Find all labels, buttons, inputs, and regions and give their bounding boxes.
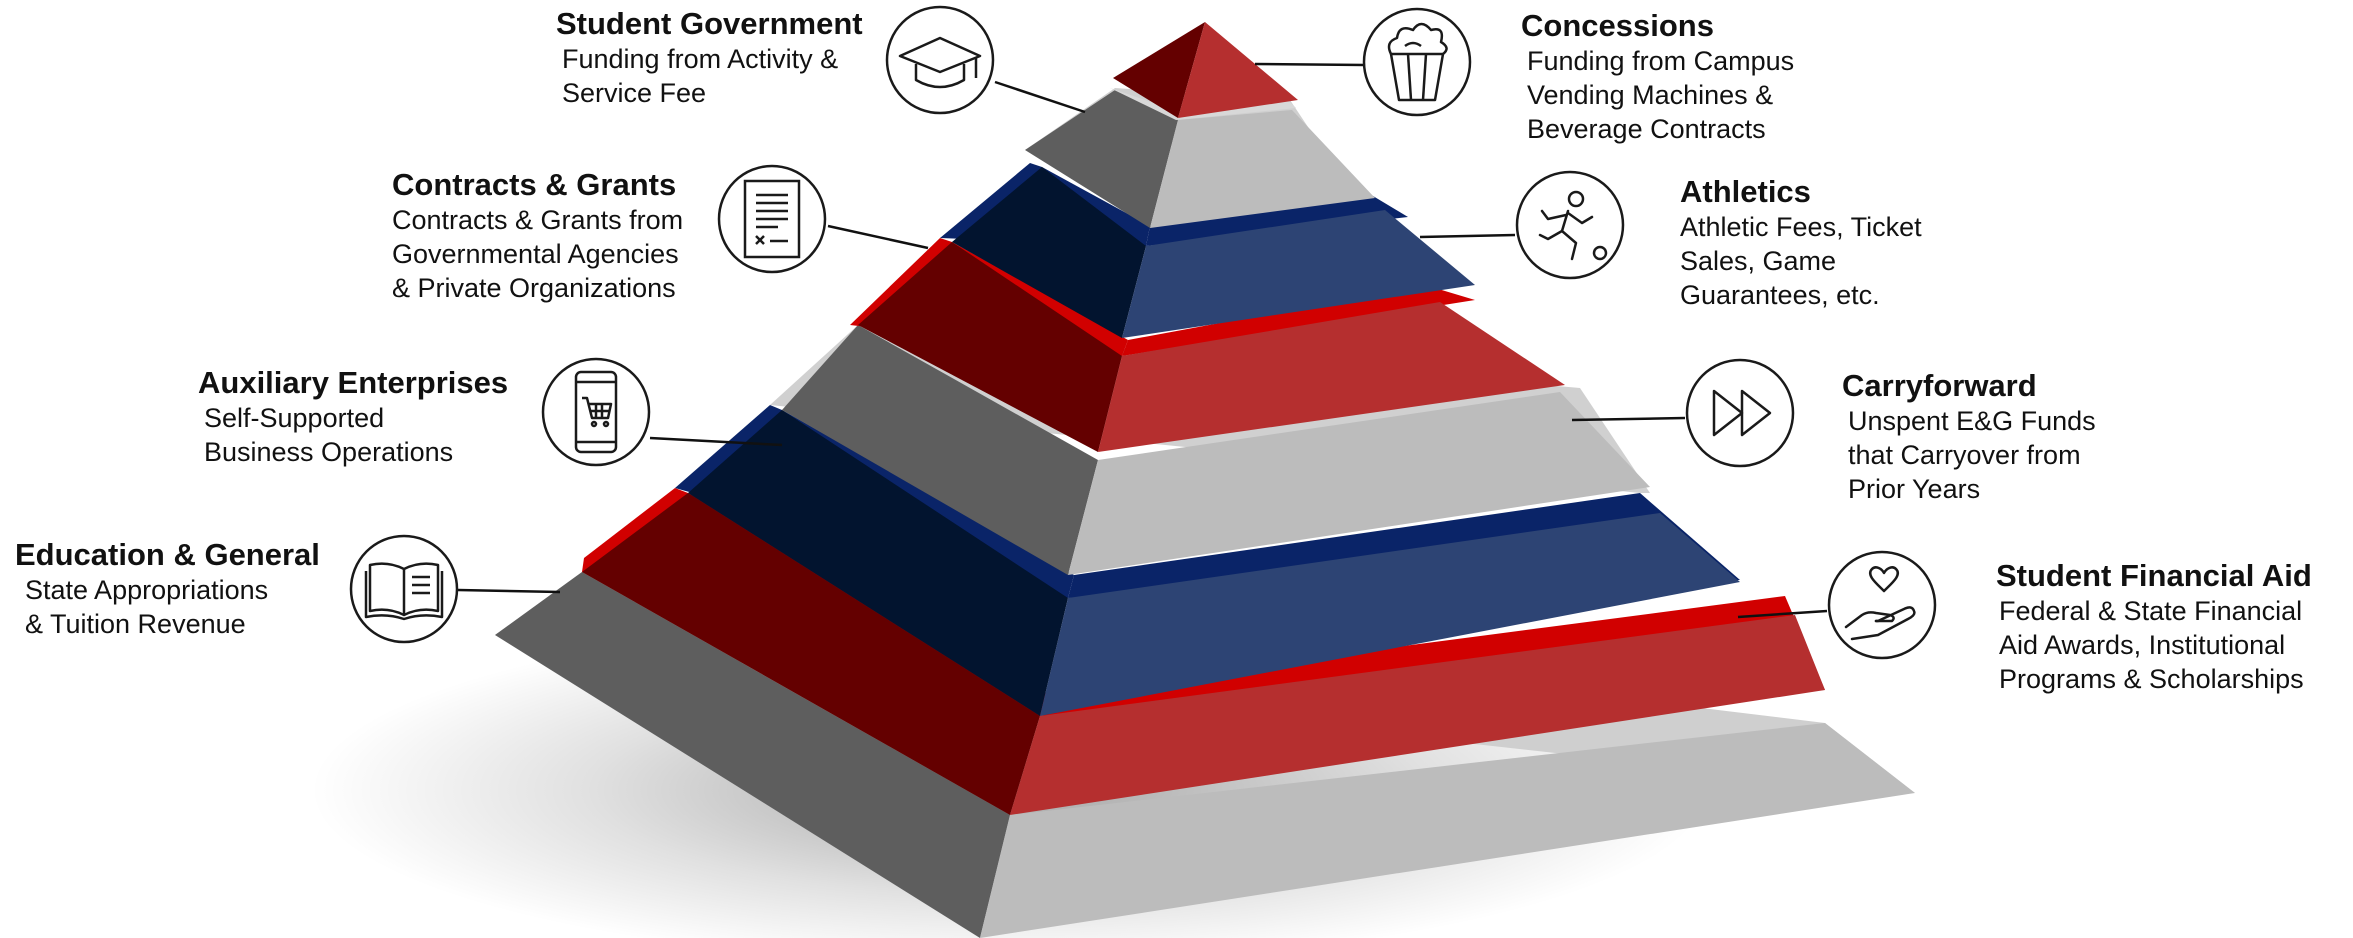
label-student-government: Student Government Funding from Activity… [556, 6, 863, 110]
description-line: Self-Supported [204, 403, 385, 433]
graduation-cap-icon [885, 5, 995, 115]
tier-right-face [1068, 392, 1650, 575]
description-line: & Tuition Revenue [25, 609, 246, 639]
heart-in-hand-icon [1827, 550, 1937, 660]
connector-education-general [457, 588, 561, 594]
popcorn-icon [1362, 7, 1472, 117]
label-description: State Appropriations & Tuition Revenue [25, 573, 320, 641]
connector-lines [457, 62, 1828, 619]
label-title: Auxiliary Enterprises [198, 365, 509, 400]
label-description: Contracts & Grants from Governmental Age… [392, 203, 683, 305]
connector-auxiliary-enterprises [649, 436, 783, 447]
tier-left-face [858, 242, 1122, 452]
tier-left-face [495, 572, 1010, 938]
tier-left-face [688, 410, 1068, 716]
connector-carryforward [1571, 416, 1686, 422]
tier-right-face [1150, 110, 1375, 228]
label-description: Unspent E&G Funds that Carryover from Pr… [1848, 404, 2096, 506]
description-line: Business Operations [204, 437, 454, 467]
tier-right-face [1040, 513, 1740, 716]
tier-ledge [1110, 88, 1296, 120]
description-line: Sales, Game [1680, 246, 1837, 276]
open-book-icon [349, 534, 459, 644]
description-line: Funding from Activity & [562, 44, 839, 74]
description-line: Funding from Campus [1527, 46, 1795, 76]
tier-right-face [980, 723, 1915, 938]
document-icon [717, 164, 827, 274]
label-student-financial-aid: Student Financial Aid Federal & State Fi… [1996, 558, 2312, 696]
description-line: Service Fee [562, 78, 707, 108]
label-title: Student Financial Aid [1996, 558, 2312, 593]
tier-student-financial-aid [582, 488, 1825, 815]
tier-contracts-grants [850, 238, 1565, 452]
description-line: Governmental Agencies [392, 239, 679, 269]
connector-student-financial-aid [1737, 609, 1828, 619]
label-title: Carryforward [1842, 368, 2037, 403]
running-player-icon [1515, 170, 1625, 280]
label-athletics: Athletics Athletic Fees, Ticket Sales, G… [1680, 174, 1922, 312]
description-line: Programs & Scholarships [1999, 664, 2304, 694]
label-contracts-grants: Contracts & Grants Contracts & Grants fr… [392, 167, 683, 305]
label-description: Federal & State Financial Aid Awards, In… [1999, 594, 2312, 696]
connector-concessions [1254, 62, 1366, 67]
description-line: Guarantees, etc. [1680, 280, 1880, 310]
mobile-cart-icon [541, 357, 651, 467]
tier-stripe-right [1122, 285, 1475, 356]
label-description: Self-Supported Business Operations [204, 401, 508, 469]
tier-auxiliary-enterprises [675, 405, 1740, 716]
tier-right-face [1010, 615, 1825, 815]
label-description: Athletic Fees, Ticket Sales, Game Guaran… [1680, 210, 1922, 312]
label-title: Student Government [556, 6, 863, 41]
label-title: Athletics [1680, 174, 1811, 209]
connector-student-government [994, 80, 1086, 114]
description-line: Prior Years [1848, 474, 1981, 504]
label-title: Education & General [15, 537, 320, 572]
label-title: Concessions [1521, 8, 1714, 43]
tier-concessions [1110, 22, 1298, 120]
label-title: Contracts & Grants [392, 167, 677, 202]
description-line: & Private Organizations [392, 273, 676, 303]
connector-contracts-grants [827, 224, 929, 250]
tier-left-face [782, 325, 1098, 575]
tier-stripe-right [1146, 193, 1408, 246]
description-line: Vending Machines & [1527, 80, 1774, 110]
description-line: Unspent E&G Funds [1848, 406, 2096, 436]
description-line: State Appropriations [25, 575, 269, 605]
tier-left-face [1025, 90, 1178, 228]
label-auxiliary-enterprises: Auxiliary Enterprises Self-Supported Bus… [198, 365, 508, 469]
description-line: Aid Awards, Institutional [1999, 630, 2286, 660]
tier-left-face [582, 493, 1040, 815]
description-line: Federal & State Financial [1999, 596, 2303, 626]
tier-right-face [1178, 22, 1298, 118]
tier-athletics [940, 163, 1475, 338]
tier-left-face [1113, 22, 1205, 118]
tier-right-face [1122, 210, 1475, 338]
description-line: that Carryover from [1848, 440, 2081, 470]
description-line: Beverage Contracts [1527, 114, 1766, 144]
label-concessions: Concessions Funding from Campus Vending … [1521, 8, 1794, 146]
label-carryforward: Carryforward Unspent E&G Funds that Carr… [1842, 368, 2096, 506]
tier-right-face [1098, 302, 1565, 452]
label-description: Funding from Campus Vending Machines & B… [1527, 44, 1794, 146]
label-description: Funding from Activity & Service Fee [562, 42, 863, 110]
description-line: Athletic Fees, Ticket [1680, 212, 1922, 242]
description-line: Contracts & Grants from [392, 205, 684, 235]
label-education-general: Education & General State Appropriations… [15, 537, 320, 641]
tier-left-face [952, 167, 1146, 338]
connector-athletics [1419, 233, 1516, 239]
fast-forward-icon [1685, 358, 1795, 468]
